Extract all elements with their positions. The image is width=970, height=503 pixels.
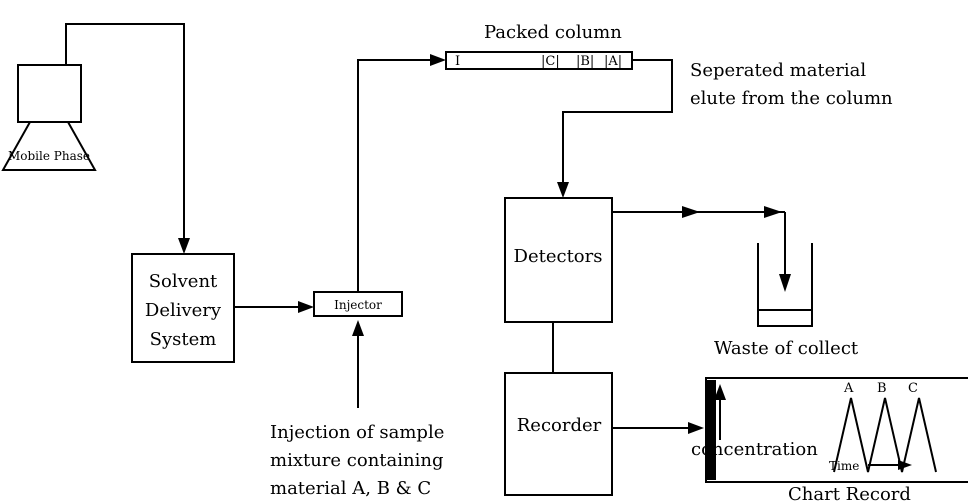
mobile-phase-label: Mobile Phase — [8, 149, 90, 163]
chromatogram-trace — [833, 397, 937, 473]
packed-column-title: Packed column — [484, 22, 622, 43]
recorder-to-chart-arrow — [612, 422, 704, 434]
solvent-line-1: Solvent — [149, 271, 218, 292]
separated-note: Seperated material elute from the column — [690, 60, 893, 109]
flask-to-solvent-line — [65, 23, 190, 254]
detector-to-waste-line — [612, 206, 791, 292]
column-to-detector-line — [557, 59, 673, 198]
mobile-phase-flask: Mobile Phase — [1, 64, 97, 171]
injection-arrow — [352, 320, 364, 408]
injection-note-line-2: mixture containing — [270, 450, 443, 471]
detectors-box: Detectors — [504, 197, 613, 323]
solvent-to-injector-arrow — [234, 301, 314, 313]
column-band-a: |A| — [604, 54, 622, 69]
injector-label: Injector — [334, 298, 382, 312]
recorder-label: Recorder — [517, 415, 602, 436]
solvent-line-3: System — [150, 329, 217, 350]
injection-note-line-1: Injection of sample — [270, 422, 444, 443]
injector-box: Injector — [313, 291, 403, 317]
chart-record-title: Chart Record — [788, 484, 911, 503]
packed-column: Packed column I |C| |B| |A| — [445, 22, 633, 70]
separated-note-line-1: Seperated material — [690, 60, 866, 81]
waste-beaker: Waste of collect — [714, 243, 859, 359]
injection-note: Injection of sample mixture containing m… — [270, 422, 444, 499]
solvent-line-2: Delivery — [145, 300, 222, 321]
concentration-label: concentration — [691, 439, 818, 460]
detectors-label: Detectors — [514, 246, 603, 267]
recorder-box: Recorder — [504, 372, 613, 496]
chart-record: concentration A B C Time Chart Record — [691, 377, 968, 503]
chart-paper-edge — [706, 380, 716, 480]
injector-to-column-line — [357, 54, 446, 292]
separated-note-line-2: elute from the column — [690, 88, 893, 109]
column-band-b: |B| — [576, 54, 594, 69]
time-label: Time — [829, 459, 859, 473]
waste-label: Waste of collect — [714, 338, 859, 359]
column-band-mark-i: I — [455, 54, 460, 69]
solvent-delivery-box: Solvent Delivery System — [131, 253, 235, 363]
injection-note-line-3: material A, B & C — [270, 478, 431, 499]
column-band-c: |C| — [541, 54, 560, 69]
peak-a-label: A — [843, 381, 854, 396]
peak-b-label: B — [877, 381, 887, 396]
peak-c-label: C — [908, 381, 918, 396]
